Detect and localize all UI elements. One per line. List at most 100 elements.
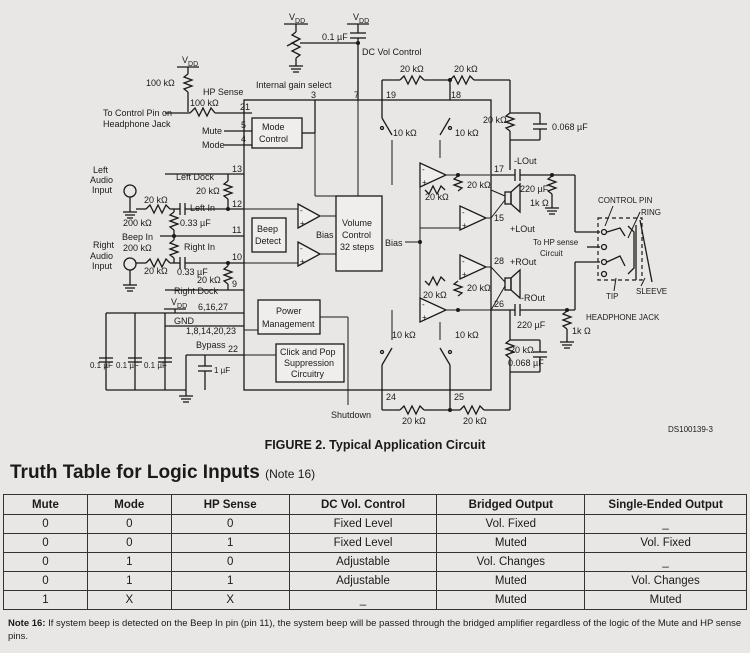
svg-text:To HP sense: To HP sense [533, 238, 579, 247]
truth-table: Mute Mode HP Sense DC Vol. Control Bridg… [3, 494, 747, 610]
svg-text:20 kΩ: 20 kΩ [463, 416, 487, 426]
svg-text:12: 12 [232, 199, 242, 209]
svg-text:CONTROL PIN: CONTROL PIN [598, 196, 653, 205]
ic-package-outline [243, 99, 492, 391]
table-cell: X [86, 590, 172, 610]
doc-code: DS100139-3 [668, 425, 713, 434]
svg-text:0.1 µF: 0.1 µF [144, 361, 167, 370]
svg-text:21: 21 [240, 102, 250, 112]
table-cell: Muted [436, 590, 586, 610]
svg-text:0.068 µF: 0.068 µF [552, 122, 588, 132]
svg-text:TIP: TIP [606, 292, 618, 301]
svg-text:GND: GND [174, 316, 195, 326]
vdd-label-hp: VDD [182, 55, 198, 68]
svg-text:11: 11 [232, 225, 241, 235]
right-output-opamp-2 [419, 296, 448, 324]
table-cell: 0 [170, 552, 290, 572]
svg-text:10 kΩ: 10 kΩ [393, 128, 417, 138]
svg-text:0.068 µF: 0.068 µF [508, 358, 544, 368]
table-cell: 1 [86, 571, 172, 591]
svg-text:20 kΩ: 20 kΩ [467, 283, 491, 293]
svg-text:Control: Control [342, 230, 371, 240]
svg-text:200 kΩ: 200 kΩ [123, 218, 152, 228]
svg-text:20 kΩ: 20 kΩ [483, 115, 507, 125]
svg-text:15: 15 [494, 213, 504, 223]
svg-text:Circuit: Circuit [540, 249, 563, 258]
table-cell: 1 [170, 571, 290, 591]
svg-text:Control: Control [259, 134, 288, 144]
table-cell: Adjustable [288, 571, 438, 591]
svg-text:Left: Left [93, 165, 109, 175]
svg-text:220 µF: 220 µF [520, 184, 549, 194]
left-speaker [504, 191, 512, 205]
svg-text:+LOut: +LOut [510, 224, 535, 234]
table-cell: Muted [436, 533, 586, 553]
table-cell: Vol. Changes [584, 571, 747, 591]
svg-text:3: 3 [311, 90, 316, 100]
svg-text:100 kΩ: 100 kΩ [146, 78, 175, 88]
left-output-opamp-1 [419, 161, 448, 189]
svg-text:32 steps: 32 steps [340, 242, 375, 252]
table-cell: 0 [3, 571, 88, 591]
table-cell: _ [288, 590, 438, 610]
svg-text:10 kΩ: 10 kΩ [392, 330, 416, 340]
table-cell: 1 [170, 533, 290, 553]
svg-text:19: 19 [386, 90, 396, 100]
svg-text:20 kΩ: 20 kΩ [467, 180, 491, 190]
svg-text:-LOut: -LOut [514, 156, 537, 166]
footnote: Note 16: If system beep is detected on t… [8, 617, 743, 643]
svg-text:Mode: Mode [202, 140, 225, 150]
svg-text:1,8,14,20,23: 1,8,14,20,23 [186, 326, 236, 336]
svg-text:Bias: Bias [316, 230, 334, 240]
svg-text:0.33 µF: 0.33 µF [177, 267, 208, 277]
power-management-block [257, 299, 321, 335]
svg-text:7: 7 [354, 90, 359, 100]
svg-text:Beep In: Beep In [122, 232, 153, 242]
left-output-opamp-2 [459, 204, 488, 232]
figure-caption: FIGURE 2. Typical Application Circuit [264, 438, 486, 452]
svg-text:Suppression: Suppression [284, 358, 334, 368]
svg-text:Bypass: Bypass [196, 340, 226, 350]
svg-text:Audio: Audio [90, 175, 113, 185]
resistor-100k-pullup [182, 73, 194, 93]
svg-text:SLEEVE: SLEEVE [636, 287, 667, 296]
truth-table-header-row: Mute Mode HP Sense DC Vol. Control Bridg… [3, 494, 747, 515]
right-output-opamp-1 [459, 253, 488, 281]
svg-text:Bias: Bias [385, 238, 403, 248]
svg-text:20 kΩ: 20 kΩ [197, 275, 221, 285]
svg-text:Detect: Detect [255, 236, 282, 246]
svg-text:18: 18 [451, 90, 461, 100]
table-cell: Adjustable [288, 552, 438, 572]
table-cell: 0 [86, 533, 172, 553]
internal-gain-label: Internal gain select [256, 80, 332, 90]
truth-table-title-text: Truth Table for Logic Inputs [10, 462, 260, 483]
table-row: 0 1 1 Adjustable Muted Vol. Changes [3, 571, 747, 591]
col-header-mute: Mute [3, 494, 88, 515]
svg-text:22: 22 [228, 344, 238, 354]
svg-text:Mute: Mute [202, 126, 222, 136]
headphone-jack [597, 217, 643, 281]
table-cell: Fixed Level [288, 514, 438, 534]
dc-vol-potentiometer [290, 31, 302, 59]
svg-text:HEADPHONE JACK: HEADPHONE JACK [586, 313, 660, 322]
dc-vol-control-label: DC Vol Control [362, 47, 422, 57]
table-row: 0 0 1 Fixed Level Muted Vol. Fixed [3, 533, 747, 553]
table-cell: 0 [3, 533, 88, 553]
svg-text:17: 17 [494, 164, 504, 174]
right-audio-input-jack [123, 257, 137, 271]
svg-text:Right Dock: Right Dock [174, 286, 219, 296]
svg-text:220 µF: 220 µF [517, 320, 546, 330]
svg-text:20 kΩ: 20 kΩ [510, 345, 534, 355]
svg-text:Left In: Left In [190, 203, 215, 213]
svg-text:6,16,27: 6,16,27 [198, 302, 228, 312]
svg-text:13: 13 [232, 164, 242, 174]
shutdown-label: Shutdown [331, 410, 371, 420]
svg-text:To Control Pin on: To Control Pin on [103, 108, 172, 118]
left-dock-label: Left Dock [176, 172, 215, 182]
click-pop-suppression-block [275, 343, 345, 383]
svg-text:25: 25 [454, 392, 464, 402]
svg-text:20 kΩ: 20 kΩ [144, 266, 168, 276]
svg-text:+: + [422, 313, 427, 322]
left-input-opamp [297, 202, 322, 230]
application-circuit-schematic: VDD VDD 0.1 µF DC Vol Control 7 VDD 100 … [90, 12, 713, 434]
